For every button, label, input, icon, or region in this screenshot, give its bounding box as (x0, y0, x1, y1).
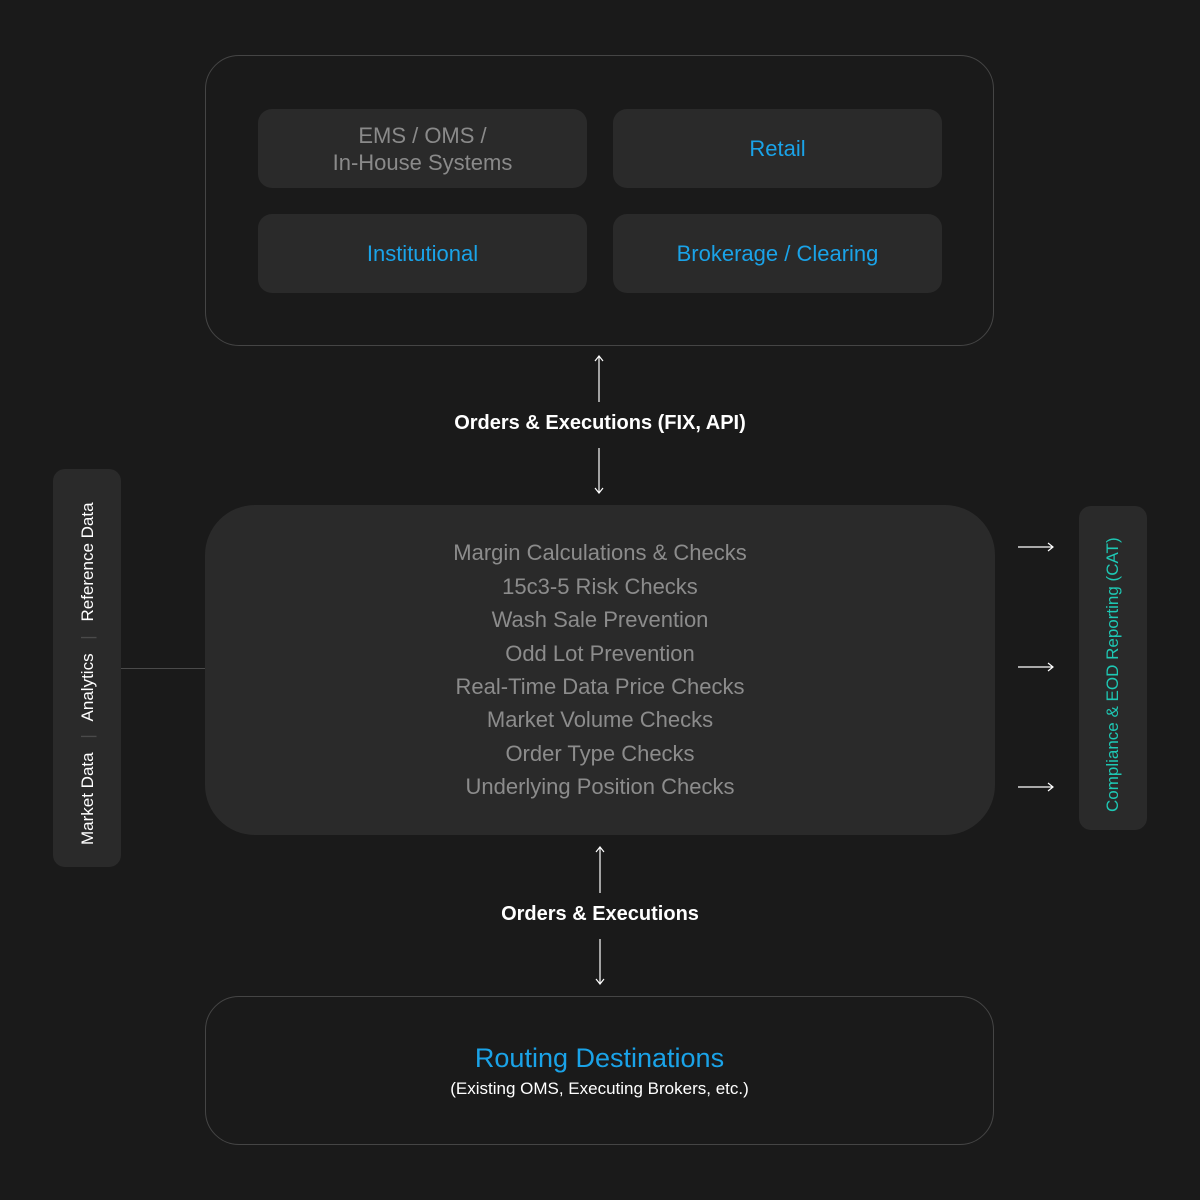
tile-ems-oms-line-2: In-House Systems (332, 149, 513, 175)
analytics-label: Analytics (78, 653, 97, 722)
arrow-up-bottom-icon (595, 846, 605, 893)
check-item: 15c3-5 Risk Checks (502, 573, 698, 599)
risk-checks-engine: Margin Calculations & Checks 15c3-5 Risk… (205, 505, 995, 835)
arrow-right-1-icon (1018, 542, 1054, 552)
separator-1: | (78, 734, 97, 739)
check-item: Odd Lot Prevention (505, 640, 695, 666)
arrow-down-bottom-icon (595, 939, 605, 985)
bottom-connector-label: Orders & Executions (501, 903, 699, 925)
check-item: Margin Calculations & Checks (453, 540, 747, 566)
compliance-label: Compliance & EOD Reporting (CAT) (1103, 537, 1122, 812)
sources-container (205, 55, 994, 346)
arrow-right-2-icon (1018, 662, 1054, 672)
check-item: Real-Time Data Price Checks (455, 674, 745, 699)
tile-institutional[interactable]: Institutional (258, 214, 587, 293)
check-item: Market Volume Checks (486, 707, 714, 733)
tile-institutional-label: Institutional (366, 241, 479, 266)
top-connector-label: Orders & Executions (FIX, API) (454, 412, 746, 434)
arrow-right-3-icon (1018, 782, 1054, 792)
tile-ems-oms[interactable]: EMS / OMS / In-House Systems (258, 109, 587, 188)
check-item: Wash Sale Prevention (491, 607, 709, 633)
reference-data-label: Reference Data (78, 502, 97, 622)
separator-2: | (78, 635, 97, 640)
arrow-up-top-icon (594, 355, 604, 402)
left-connector-line (121, 668, 206, 669)
routing-destinations-box: Routing Destinations (Existing OMS, Exec… (205, 996, 994, 1145)
compliance-panel (1079, 506, 1147, 830)
tile-ems-oms-line-1: EMS / OMS / (358, 122, 487, 148)
routing-destinations-title: Routing Destinations (474, 1042, 725, 1073)
tile-retail-label: Retail (749, 136, 806, 161)
arrow-down-top-icon (594, 448, 604, 494)
data-inputs-panel (53, 469, 121, 867)
tile-brokerage-clearing[interactable]: Brokerage / Clearing (613, 214, 942, 293)
routing-destinations-subtitle: (Existing OMS, Executing Brokers, etc.) (450, 1078, 749, 1098)
data-inputs-labels: Market Data | Analytics | Reference Data (78, 502, 98, 845)
check-item: Order Type Checks (505, 740, 695, 766)
tile-brokerage-clearing-label: Brokerage / Clearing (676, 241, 879, 266)
market-data-label: Market Data (78, 752, 97, 845)
tile-retail[interactable]: Retail (613, 109, 942, 188)
check-item: Underlying Position Checks (465, 774, 735, 800)
